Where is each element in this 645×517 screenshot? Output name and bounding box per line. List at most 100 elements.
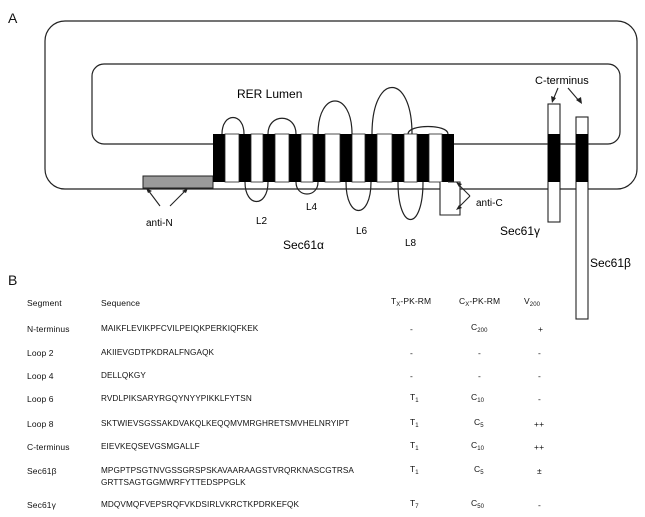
c-terminus-label: C-terminus — [535, 75, 589, 87]
arrowhead — [576, 97, 582, 104]
header-sequence: Sequence — [101, 298, 141, 308]
row-segment: Loop 6 — [27, 394, 54, 404]
arrowhead — [551, 96, 556, 103]
inter-tm-gap — [376, 133, 393, 183]
arrowhead — [182, 188, 188, 193]
inter-tm-gap — [274, 133, 290, 183]
row-c-value: - — [478, 371, 481, 381]
inter-tm-gap — [351, 133, 366, 183]
loop-9 — [407, 125, 449, 135]
row-c-value: - — [478, 348, 481, 358]
sec61-alpha-label: Sec61α — [283, 238, 324, 252]
row-segment: Loop 2 — [27, 348, 54, 358]
anti-c-label: anti-C — [476, 198, 503, 209]
tm-10 — [442, 134, 454, 182]
anti-n-label: anti-N — [146, 218, 173, 229]
header-cx-pk-rm: CX-PK-RM — [459, 296, 501, 308]
row-t-value: - — [410, 324, 413, 334]
row-c-value: C200 — [471, 322, 488, 334]
tm-5 — [313, 134, 325, 182]
tm-1 — [213, 134, 225, 182]
loop-7 — [371, 87, 413, 135]
cytosolic-loops — [244, 181, 424, 221]
row-sequence: RVDLPIKSARYRGQYNYYPIKKLFYTSN — [101, 394, 252, 403]
n-terminal-tail — [142, 175, 214, 189]
header-tx-pk-rm: TX-PK-RM — [391, 296, 432, 308]
tm-6 — [340, 134, 352, 182]
row-c-value: C5 — [474, 417, 484, 429]
panel-a-label: A — [8, 10, 18, 26]
row-v-value: - — [538, 371, 541, 381]
row-t-value: T1 — [410, 392, 419, 404]
row-c-value: C10 — [471, 392, 485, 404]
sec61-gamma-label: Sec61γ — [500, 224, 540, 238]
row-c-value: C5 — [474, 464, 484, 476]
header-v200: V200 — [524, 296, 541, 308]
tm-4 — [289, 134, 301, 182]
row-t-value: T7 — [410, 498, 419, 510]
inter-tm-gap — [324, 133, 341, 183]
row-t-value: T1 — [410, 440, 419, 452]
sec61-beta-tm — [576, 134, 588, 182]
row-segment: Sec61β — [27, 466, 57, 476]
anti-n-arrow-right — [169, 189, 187, 207]
row-v-value: ++ — [534, 442, 545, 452]
transmembrane-segments — [213, 134, 454, 182]
sec61-gamma-tm — [548, 134, 560, 182]
tm-8 — [392, 134, 404, 182]
row-sequence: MAIKFLEVIKPFCVILPEIQKPERKIQFKEK — [101, 324, 259, 333]
loop-5 — [317, 100, 353, 135]
row-v-value: - — [538, 500, 541, 510]
row-v-value: - — [538, 348, 541, 358]
loop-label-l4: L4 — [306, 202, 318, 213]
row-t-value: T1 — [410, 464, 419, 476]
tm-2 — [239, 134, 251, 182]
row-segment: Loop 8 — [27, 419, 54, 429]
inter-tm-gap — [403, 133, 418, 183]
loop-1 — [221, 117, 245, 135]
arrowhead — [456, 205, 462, 210]
anti-n-arrow-left — [147, 189, 161, 207]
row-sequence-continued: GRTTSAGTGGMWRFYTTEDSPPGLK — [101, 478, 246, 487]
inter-tm-gap — [250, 133, 264, 183]
sec61-beta-label: Sec61β — [590, 256, 631, 270]
row-sequence: DELLQKGY — [101, 371, 146, 380]
row-segment: C-terminus — [27, 442, 70, 452]
lumenal-loops — [221, 87, 449, 135]
arrowhead — [456, 182, 462, 187]
loop-4 — [295, 181, 319, 195]
row-segment: Loop 4 — [27, 371, 54, 381]
tm-9 — [417, 134, 429, 182]
row-segment: Sec61γ — [27, 500, 56, 510]
inter-tm-gap — [428, 133, 443, 183]
row-sequence: EIEVKEQSEVGSMGALLF — [101, 442, 200, 451]
loop-6 — [345, 181, 372, 211]
loop-2 — [244, 181, 269, 202]
row-sequence: MDQVMQFVEPSRQFVKDSIRLVKRCTKPDRKEFQK — [101, 500, 300, 509]
loop-label-l8: L8 — [405, 238, 417, 249]
loop-8 — [397, 181, 424, 221]
rer-lumen-label: RER Lumen — [237, 87, 302, 101]
inter-tm-gap — [300, 133, 314, 183]
row-segment: N-terminus — [27, 324, 70, 334]
outer-membrane-outline — [44, 20, 638, 190]
row-v-value: ± — [537, 466, 542, 476]
loop-3 — [267, 117, 297, 135]
tm-3 — [263, 134, 275, 182]
row-sequence: SKTWIEVSGSSAKDVAKQLKEQQMVMRGHRETSMVHELNR… — [101, 419, 350, 428]
header-segment: Segment — [27, 298, 62, 308]
row-v-value: + — [538, 324, 544, 334]
row-sequence: MPGPTPSGTNVGSSGRSPSKAVAARAAGSTVRQRKNASCG… — [101, 466, 354, 475]
arrowhead — [146, 188, 152, 193]
inter-tm-gap — [224, 133, 240, 183]
loop-label-l2: L2 — [256, 216, 268, 227]
row-t-value: - — [410, 371, 413, 381]
panel-b-label: B — [8, 272, 18, 288]
tm-7 — [365, 134, 377, 182]
row-sequence: AKIIEVGDTPKDRALFNGAQK — [101, 348, 215, 357]
loop-label-l6: L6 — [356, 226, 368, 237]
row-t-value: T1 — [410, 417, 419, 429]
row-c-value: C50 — [471, 498, 485, 510]
